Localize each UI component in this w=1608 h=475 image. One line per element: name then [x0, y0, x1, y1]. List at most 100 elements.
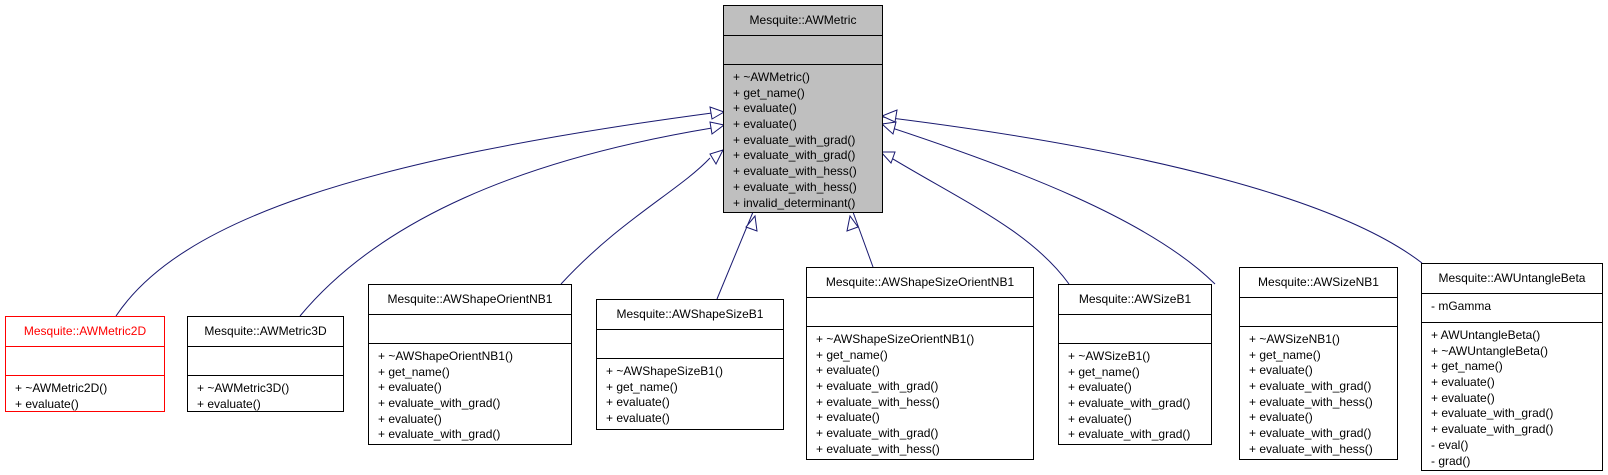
class-operations: + ~AWMetric()+ get_name()+ evaluate()+ e… [724, 64, 882, 211]
class-operation: + evaluate_with_hess() [1249, 394, 1373, 409]
class-operation: + evaluate_with_grad() [733, 132, 856, 147]
arrowhead-awuntanglebeta [880, 109, 898, 123]
class-operation: + evaluate_with_hess() [816, 394, 940, 409]
arrowhead-awmetric2d [709, 106, 726, 120]
class-name: Mesquite::AWUntangleBeta [1438, 271, 1586, 285]
edge-awsizenb1 [882, 124, 1216, 285]
class-attributes [724, 35, 882, 64]
class-operation: + evaluate_with_grad() [1068, 427, 1191, 442]
class-operation: + ~AWUntangleBeta() [1431, 343, 1548, 358]
class-awuntanglebeta: Mesquite::AWUntangleBeta - mGamma + AWUn… [1421, 263, 1603, 471]
class-attributes [807, 297, 1033, 326]
class-operation: + evaluate_with_grad() [1249, 379, 1372, 394]
edge-awuntanglebeta [882, 116, 1423, 264]
class-name: Mesquite::AWMetric [749, 13, 857, 27]
class-operations: + AWUntangleBeta()+ ~AWUntangleBeta()+ g… [1422, 322, 1602, 469]
class-operation: + evaluate() [378, 380, 442, 395]
class-awmetric2d: Mesquite::AWMetric2D + ~AWMetric2D()+ ev… [5, 316, 165, 412]
class-operation: + evaluate_with_grad() [1249, 426, 1372, 441]
class-operation: + evaluate_with_grad() [378, 396, 501, 411]
class-operation: + ~AWShapeOrientNB1() [378, 349, 513, 363]
class-name: Mesquite::AWSizeB1 [1078, 292, 1192, 306]
class-name: Mesquite::AWMetric3D [204, 324, 327, 338]
class-operation: + evaluate_with_hess() [1249, 441, 1373, 456]
class-awmetric: Mesquite::AWMetric + ~AWMetric()+ get_na… [723, 5, 883, 213]
edge-awsizeb1 [882, 152, 1070, 285]
class-operation: + evaluate_with_grad() [816, 379, 939, 394]
class-operation: + evaluate() [1068, 411, 1132, 426]
class-operation: + ~AWSizeNB1() [1249, 332, 1340, 346]
class-awshapesizeb1: Mesquite::AWShapeSizeB1 + ~AWShapeSizeB1… [596, 299, 784, 430]
class-name: Mesquite::AWMetric2D [23, 324, 147, 338]
class-operation: - eval() [1431, 437, 1469, 452]
class-operation: + get_name() [1249, 347, 1321, 362]
class-awsizeb1: Mesquite::AWSizeB1 + ~AWSizeB1()+ get_na… [1058, 284, 1212, 445]
class-operations: + ~AWSizeNB1()+ get_name()+ evaluate()+ … [1240, 326, 1397, 458]
edge-awmetric3d [299, 127, 713, 317]
class-operation: + evaluate_with_hess() [816, 441, 940, 456]
class-operation: + evaluate() [1068, 380, 1132, 395]
class-operation: - grad() [1431, 453, 1471, 468]
class-name: Mesquite::AWSizeNB1 [1258, 275, 1379, 289]
class-operation: + evaluate_with_hess() [733, 179, 857, 194]
arrowhead-awshapeorientnb1 [709, 149, 724, 166]
class-attributes [6, 346, 164, 375]
class-operation: + AWUntangleBeta() [1431, 328, 1541, 342]
class-operation: + ~AWMetric3D() [197, 381, 290, 395]
arrowhead-awsizenb1 [880, 121, 897, 135]
class-attributes [1059, 314, 1211, 343]
class-operation: + evaluate() [816, 363, 880, 378]
class-operation: + get_name() [733, 85, 805, 100]
class-operation: + ~AWShapeSizeOrientNB1() [816, 332, 975, 346]
class-operation: + evaluate_with_hess() [733, 164, 857, 179]
class-operation: + get_name() [1068, 364, 1140, 379]
class-operation: + ~AWSizeB1() [1068, 349, 1151, 363]
arrowhead-awmetric3d [709, 121, 726, 135]
class-operation: + evaluate() [15, 396, 79, 411]
class-operations: + ~AWMetric3D()+ evaluate() [188, 375, 343, 412]
class-name: Mesquite::AWShapeSizeOrientNB1 [825, 275, 1015, 289]
class-operation: + ~AWMetric() [733, 70, 810, 84]
class-operations: + ~AWSizeB1()+ get_name()+ evaluate()+ e… [1059, 343, 1211, 443]
class-operations: + ~AWMetric2D()+ evaluate() [6, 375, 164, 412]
arrowhead-awshapesizeb1 [745, 214, 758, 232]
class-operation: + evaluate_with_grad() [1431, 406, 1554, 421]
class-operation: + ~AWMetric2D() [15, 381, 108, 395]
class-awshapeorientnb1: Mesquite::AWShapeOrientNB1 + ~AWShapeOri… [368, 284, 572, 445]
class-operations: + ~AWShapeOrientNB1()+ get_name()+ evalu… [369, 343, 571, 443]
class-operation: + get_name() [606, 379, 678, 394]
edge-awshapeorientnb1 [560, 157, 711, 285]
class-awmetric3d: Mesquite::AWMetric3D + ~AWMetric3D()+ ev… [187, 316, 344, 412]
class-operations: + ~AWShapeSizeOrientNB1()+ get_name()+ e… [807, 326, 1033, 458]
class-attribute: - mGamma [1431, 299, 1491, 313]
class-attributes [597, 329, 783, 358]
class-attributes [369, 314, 571, 343]
class-operation: + evaluate_with_grad() [1431, 422, 1554, 437]
class-name: Mesquite::AWShapeOrientNB1 [387, 292, 553, 306]
edge-awmetric2d [115, 112, 713, 317]
class-name: Mesquite::AWShapeSizeB1 [616, 307, 764, 321]
class-operation: + get_name() [1431, 359, 1503, 374]
class-operation: + evaluate() [1431, 375, 1495, 390]
class-attributes: - mGamma [1422, 293, 1602, 322]
class-operation: + evaluate() [606, 411, 670, 426]
class-operation: + evaluate_with_grad() [378, 427, 501, 442]
class-operation: + get_name() [816, 347, 888, 362]
class-operation: + evaluate() [733, 117, 797, 132]
class-operation: + evaluate() [606, 395, 670, 410]
arrowhead-awsizeb1 [879, 151, 896, 164]
class-operation: + evaluate_with_grad() [1068, 396, 1191, 411]
class-operation: + get_name() [378, 364, 450, 379]
class-operation: + evaluate_with_grad() [816, 426, 939, 441]
class-operation: + evaluate() [378, 411, 442, 426]
class-attributes [1240, 297, 1397, 326]
class-attributes [188, 346, 343, 375]
class-operation: + evaluate() [1249, 410, 1313, 425]
class-awsizenb1: Mesquite::AWSizeNB1 + ~AWSizeNB1()+ get_… [1239, 267, 1398, 460]
class-operations: + ~AWShapeSizeB1()+ get_name()+ evaluate… [597, 358, 783, 427]
class-awshapesizeorientnb1: Mesquite::AWShapeSizeOrientNB1 + ~AWShap… [806, 267, 1034, 460]
class-operation: + evaluate_with_grad() [733, 148, 856, 163]
class-operation: + evaluate() [816, 410, 880, 425]
class-operation: + evaluate() [1249, 363, 1313, 378]
